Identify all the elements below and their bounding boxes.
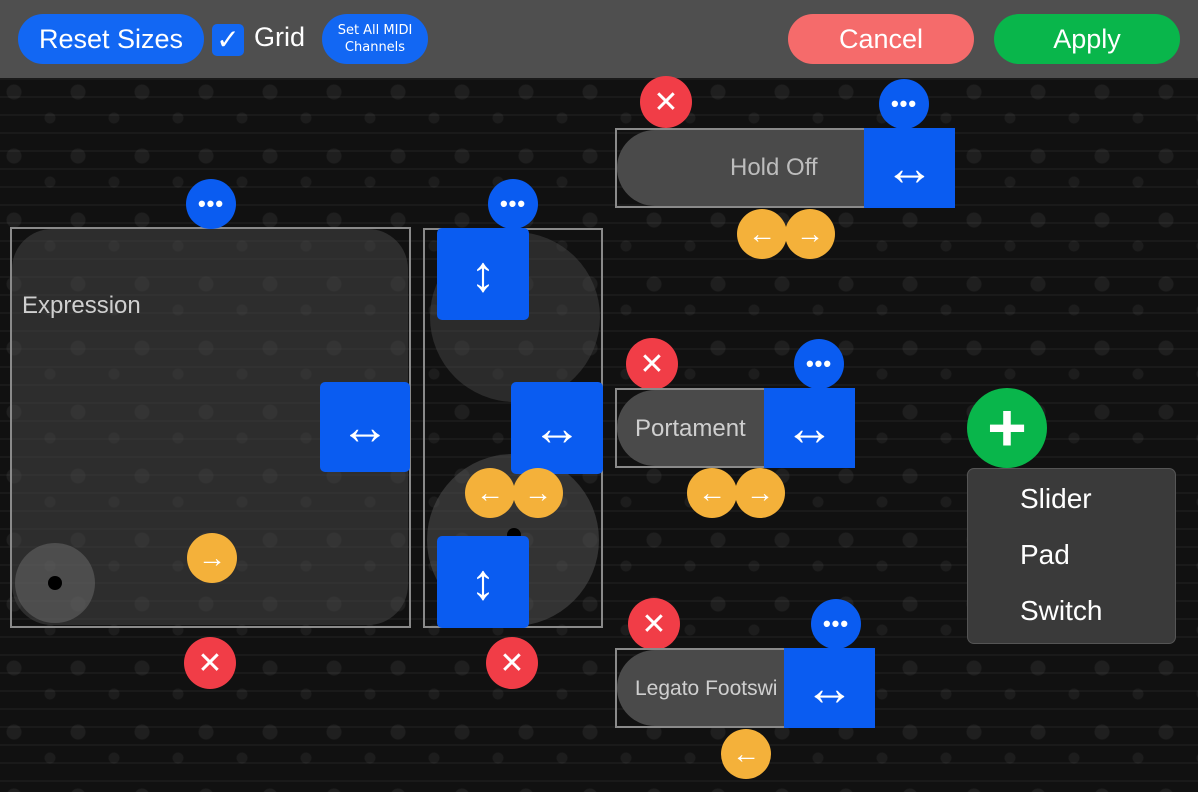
add-control-menu: Slider Pad Switch	[967, 468, 1176, 644]
expression-delete-icon[interactable]: ✕	[184, 637, 236, 689]
resize-h-glyph: ↔	[884, 140, 935, 196]
middle-more-icon[interactable]: •••	[488, 179, 538, 229]
portamento-arrow-right-icon[interactable]: →	[735, 468, 785, 518]
expression-more-icon[interactable]: •••	[186, 179, 236, 229]
legato-resize-horizontal-icon[interactable]: ↔	[784, 648, 875, 728]
menu-item-switch[interactable]: Switch	[1020, 595, 1103, 626]
resize-h-glyph: ↔	[804, 660, 855, 716]
expression-arrow-right-icon[interactable]: →	[187, 533, 237, 583]
hold-more-icon[interactable]: •••	[879, 79, 929, 129]
middle-arrow-right-icon[interactable]: →	[513, 468, 563, 518]
apply-button[interactable]: Apply	[994, 14, 1180, 64]
grid-label: Grid	[254, 22, 306, 52]
middle-arrow-left-icon[interactable]: ←	[465, 468, 515, 518]
expression-pad-knob[interactable]	[15, 543, 95, 623]
hold-resize-horizontal-icon[interactable]: ↔	[864, 128, 955, 208]
cancel-button[interactable]: Cancel	[788, 14, 974, 64]
resize-v-glyph: ↕	[470, 554, 496, 610]
portamento-label: Portament	[635, 415, 746, 442]
legato-label: Legato Footswi	[635, 677, 778, 700]
resize-h-glyph: ↔	[784, 400, 835, 456]
add-control-button[interactable]: +	[967, 388, 1047, 468]
hold-arrow-right-icon[interactable]: →	[785, 209, 835, 259]
expression-resize-horizontal-icon[interactable]: ↔	[320, 382, 410, 472]
portamento-more-icon[interactable]: •••	[794, 339, 844, 389]
portamento-resize-horizontal-icon[interactable]: ↔	[764, 388, 855, 468]
set-all-midi-channels-button[interactable]: Set All MIDI Channels	[322, 14, 428, 64]
middle-resize-horizontal-icon[interactable]: ↔	[511, 382, 603, 474]
portamento-delete-icon[interactable]: ✕	[626, 338, 678, 390]
resize-v-glyph: ↕	[470, 246, 496, 302]
middle-resize-vertical-top-icon[interactable]: ↕	[437, 228, 529, 320]
legato-delete-icon[interactable]: ✕	[628, 598, 680, 650]
legato-more-icon[interactable]: •••	[811, 599, 861, 649]
resize-h-glyph: ↔	[340, 399, 390, 455]
portamento-arrow-left-icon[interactable]: ←	[687, 468, 737, 518]
hold-switch-track[interactable]	[617, 130, 907, 206]
middle-delete-icon[interactable]: ✕	[486, 637, 538, 689]
hold-arrow-left-icon[interactable]: ←	[737, 209, 787, 259]
reset-sizes-button[interactable]: Reset Sizes	[18, 14, 204, 64]
menu-item-pad[interactable]: Pad	[1020, 539, 1070, 570]
resize-h-glyph: ↔	[532, 400, 582, 456]
expression-pad-dot	[48, 576, 62, 590]
grid-checkbox[interactable]: ✓	[212, 24, 244, 56]
set-all-midi-line1: Set All MIDI	[337, 23, 413, 38]
set-all-midi-line2: Channels	[344, 40, 406, 55]
hold-label: Hold Off	[730, 154, 818, 181]
legato-arrow-left-icon[interactable]: ←	[721, 729, 771, 779]
hold-delete-icon[interactable]: ✕	[640, 76, 692, 128]
middle-resize-vertical-bottom-icon[interactable]: ↕	[437, 536, 529, 628]
menu-item-slider[interactable]: Slider	[1020, 483, 1092, 514]
expression-label: Expression	[22, 292, 141, 319]
